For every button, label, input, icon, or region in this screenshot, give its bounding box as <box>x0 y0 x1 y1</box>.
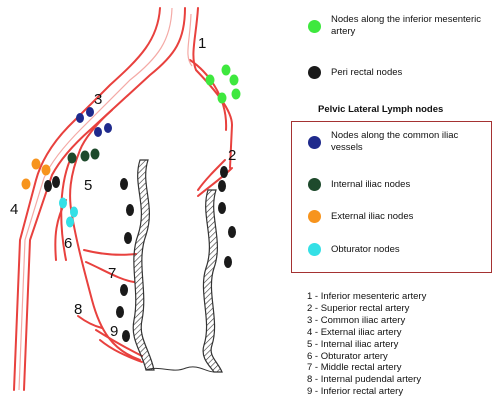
legend-label: Internal iliac nodes <box>331 178 411 190</box>
legend-label: Peri rectal nodes <box>331 66 403 78</box>
list-item: 7 - Middle rectal artery <box>307 362 402 374</box>
pelvic-lateral-title: Pelvic Lateral Lymph nodes <box>318 104 444 115</box>
inferior-rectal-artery <box>95 329 143 357</box>
rectum-left-wall <box>132 159 155 371</box>
legend-common-iliac: Nodes along the common iliac vessels <box>308 130 471 154</box>
legend-label: Obturator nodes <box>331 243 400 255</box>
label-9: 9 <box>110 323 118 340</box>
list-item: 9 - Inferior rectal artery <box>307 386 404 398</box>
list-item: 5 - Internal iliac artery <box>307 338 399 350</box>
label-1: 1 <box>198 35 206 52</box>
inferior-mesenteric-artery <box>23 7 186 391</box>
external-iliac-nodes <box>21 158 51 190</box>
superior-rectal-artery <box>197 159 226 191</box>
artery-numbered-list: 1 - Inferior mesenteric artery 2 - Super… <box>307 291 426 398</box>
middle-rectal-artery <box>83 249 137 256</box>
common-iliac-artery <box>13 7 161 391</box>
legend-label: External iliac nodes <box>331 210 414 222</box>
label-5: 5 <box>84 177 92 194</box>
legend-internal-iliac: Internal iliac nodes <box>308 178 410 191</box>
pelvic-anatomy-diagram: 1 2 3 4 5 6 7 8 9 <box>10 7 241 391</box>
label-3: 3 <box>94 91 102 108</box>
list-item: 4 - External iliac artery <box>307 326 402 338</box>
common-iliac-nodes <box>76 107 112 137</box>
green-node-icon <box>308 19 321 33</box>
label-6: 6 <box>64 235 72 252</box>
list-item: 1 - Inferior mesenteric artery <box>307 291 427 302</box>
dark-green-node-icon <box>308 178 321 191</box>
internal-iliac-nodes <box>67 148 100 164</box>
legend-label: Nodes along the inferior mesenteric arte… <box>331 14 481 37</box>
arteries <box>13 7 234 391</box>
diagram-number-labels: 1 2 3 4 5 6 7 8 9 <box>10 35 236 340</box>
label-7: 7 <box>108 265 116 282</box>
label-2: 2 <box>228 147 236 164</box>
list-item: 3 - Common iliac artery <box>307 314 406 326</box>
navy-node-icon <box>308 135 321 149</box>
list-item: 2 - Superior rectal artery <box>307 302 410 314</box>
legend-peri-rectal: Peri rectal nodes <box>308 66 402 79</box>
legend-obturator: Obturator nodes <box>308 243 400 256</box>
label-4: 4 <box>10 201 18 218</box>
legend-label: Nodes along the common iliac vessels <box>331 130 459 153</box>
peri-rectal-nodes-left <box>44 176 134 342</box>
black-node-icon <box>308 66 321 79</box>
cyan-node-icon <box>308 243 321 256</box>
list-item: 8 - Internal pudendal artery <box>307 374 422 386</box>
orange-node-icon <box>308 210 321 223</box>
legend-inferior-mesenteric: Nodes along the inferior mesenteric arte… <box>308 14 481 38</box>
rectum-walls <box>132 159 223 373</box>
obturator-nodes <box>59 197 78 228</box>
rectum-right-wall <box>202 189 223 373</box>
label-8: 8 <box>74 301 82 318</box>
pelvic-lateral-box <box>291 121 492 273</box>
legend-external-iliac: External iliac nodes <box>308 210 413 223</box>
internal-pudendal-artery <box>77 315 103 329</box>
list-item: 6 - Obturator artery <box>307 350 388 362</box>
peri-rectal-nodes-right <box>218 166 236 268</box>
inferior-mesenteric-nodes <box>205 64 241 104</box>
